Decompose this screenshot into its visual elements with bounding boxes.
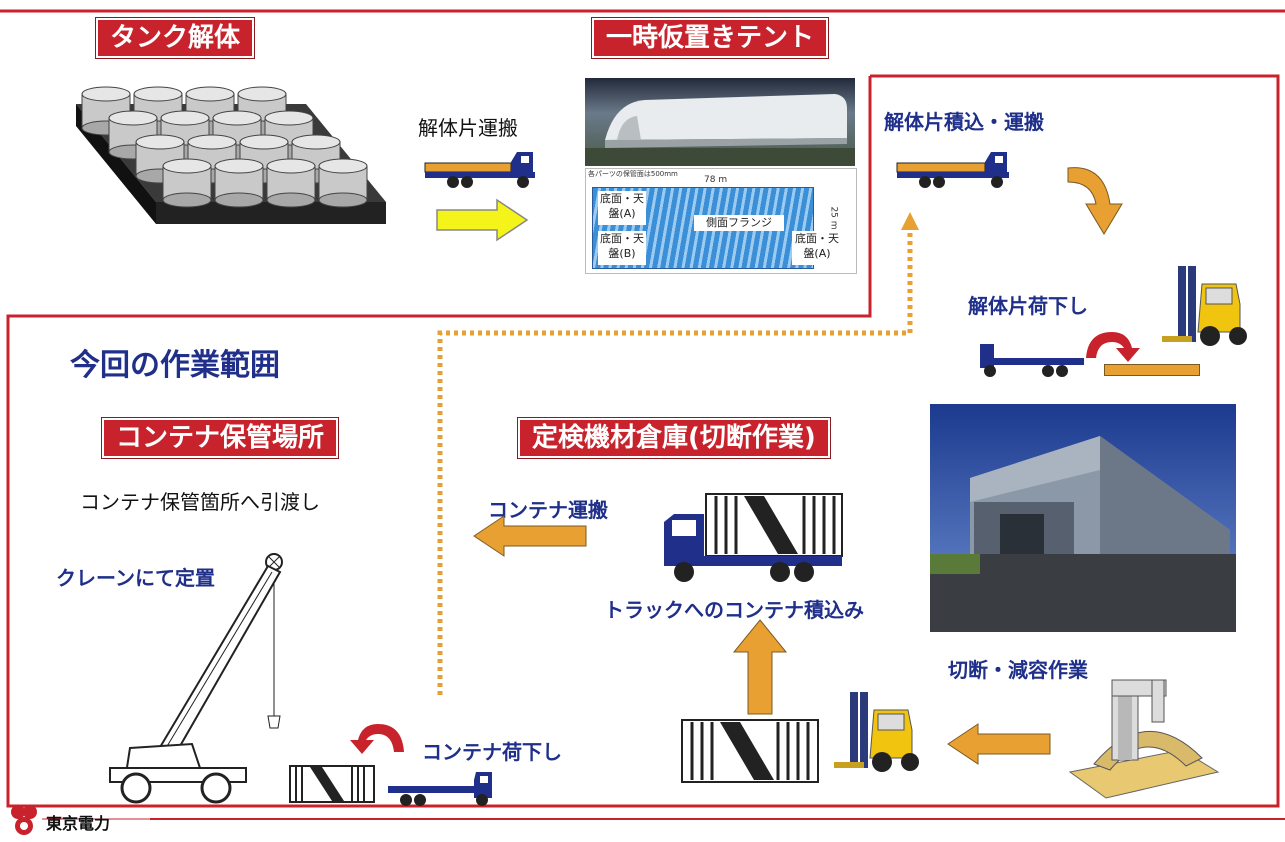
tank-top	[185, 86, 235, 102]
orange-arrow-left-icon	[473, 515, 587, 557]
forklift-icon	[1162, 266, 1247, 346]
label-cut-reduce: 切断・減容作業	[948, 658, 1088, 682]
yellow-arrow-icon	[436, 198, 529, 242]
company-logo-icon	[11, 805, 37, 835]
tank-grid-illustration	[76, 86, 386, 224]
debris-plate	[1104, 364, 1200, 376]
tank-top	[187, 134, 237, 150]
tank-top	[133, 86, 183, 102]
forklift-icon	[834, 692, 919, 772]
tank-top	[214, 158, 264, 174]
curved-rotate-arrow-icon	[1086, 332, 1140, 362]
tank-base	[214, 192, 264, 208]
container-truck-icon	[664, 493, 843, 582]
tank-base	[318, 192, 368, 208]
tank-top	[318, 158, 368, 174]
tank-top	[212, 110, 262, 126]
footer-company: 東京電力	[46, 814, 111, 833]
title-warehouse: 定検機材倉庫(切断作業)	[517, 417, 831, 459]
tank-top	[264, 110, 314, 126]
label-container-unload: コンテナ荷下し	[422, 740, 562, 764]
tent-plan-cell-flange: 側面フランジ	[694, 215, 784, 231]
title-tank-dismantling: タンク解体	[94, 17, 256, 59]
container-icon	[681, 719, 819, 783]
scope-label: 今回の作業範囲	[70, 348, 280, 383]
tent-plan-length: 78 m	[704, 175, 728, 185]
curved-rotate-arrow-icon	[350, 724, 404, 754]
tent-plan-note: 各パーツの保管面は500mm	[588, 170, 678, 178]
curved-down-arrow-icon	[1067, 167, 1123, 235]
tent-photo	[585, 78, 855, 166]
tank-top	[266, 158, 316, 174]
tank-top	[160, 110, 210, 126]
cutting-machine-icon	[1068, 679, 1220, 799]
label-transport: 解体片運搬	[418, 116, 518, 140]
flatbed-truck-icon	[980, 344, 1084, 377]
truck-icon	[896, 152, 1009, 188]
label-load-to-truck: トラックへのコンテナ積込み	[604, 598, 864, 622]
label-unload: 解体片荷下し	[968, 294, 1088, 318]
tank-top	[239, 134, 289, 150]
title-container-storage: コンテナ保管場所	[100, 417, 340, 459]
tank-base	[266, 192, 316, 208]
truck-icon	[424, 152, 535, 188]
tank-top	[135, 134, 185, 150]
orange-arrow-left-icon	[947, 723, 1051, 765]
label-load-transport: 解体片積込・運搬	[884, 110, 1044, 134]
tent-plan-cell-b: 底面・天盤(B)	[598, 231, 646, 265]
container-icon	[289, 765, 375, 803]
label-handover: コンテナ保管箇所へ引渡し	[80, 490, 320, 514]
tent-plan-cell-a: 底面・天盤(A)	[598, 191, 646, 225]
tank-top	[237, 86, 287, 102]
tank-top	[291, 134, 341, 150]
label-crane: クレーンにて定置	[56, 566, 215, 590]
tank-top	[81, 86, 131, 102]
tank-top	[162, 158, 212, 174]
tent-plan-cell-a-right: 底面・天盤(A)	[792, 231, 842, 265]
crane-icon	[109, 553, 283, 804]
title-temporary-tent: 一時仮置きテント	[590, 17, 830, 59]
tank-top	[108, 110, 158, 126]
tank-base	[162, 192, 212, 208]
tent-plan-width: 25 m	[828, 206, 839, 230]
tent-plan: 各パーツの保管面は500mm 78 m 25 m 底面・天盤(A) 底面・天盤(…	[585, 168, 857, 274]
orange-arrow-up-icon	[732, 619, 788, 715]
flatbed-truck-icon	[388, 772, 492, 806]
warehouse-photo	[930, 404, 1236, 632]
label-container-transport: コンテナ運搬	[488, 498, 608, 522]
